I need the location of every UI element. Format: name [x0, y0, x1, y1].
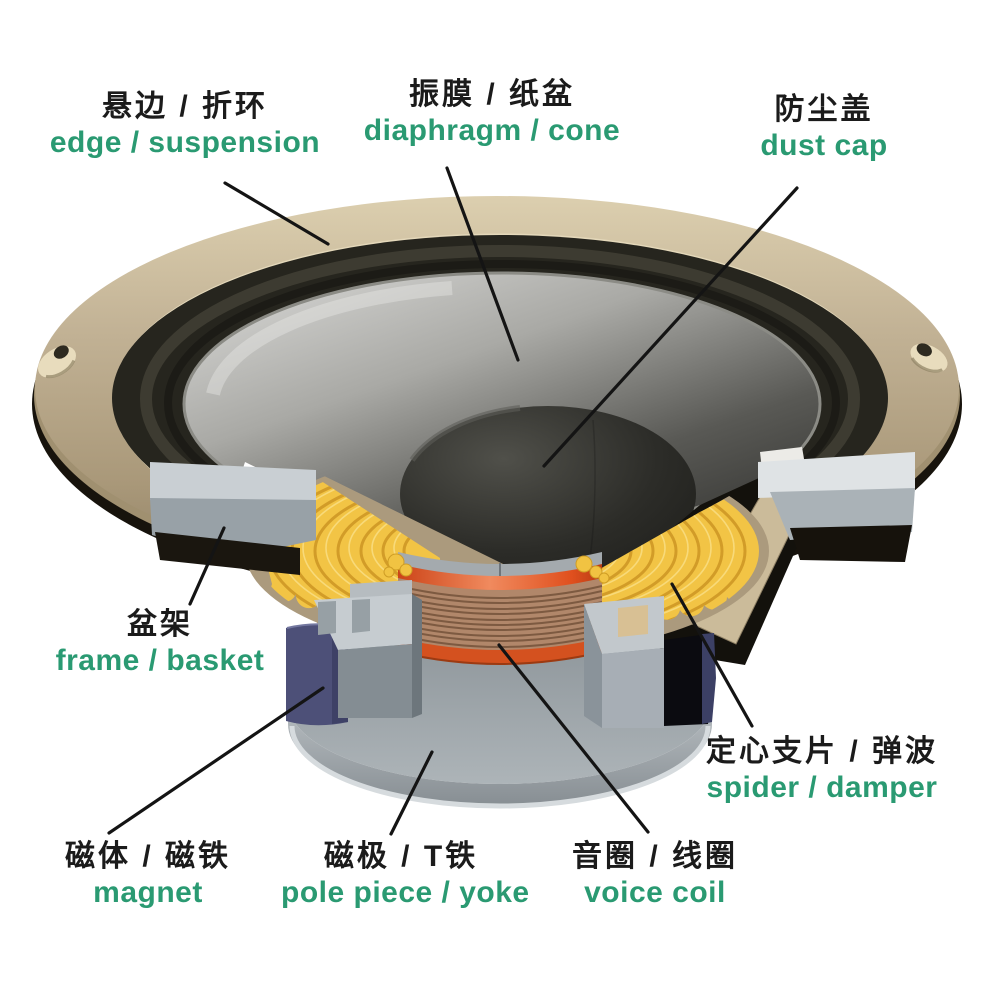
label-cn: 定心支片 / 弹波: [705, 735, 938, 768]
leader-edge-suspension: [223, 181, 330, 246]
label-frame-basket: 盆架 frame / basket: [40, 608, 280, 677]
cut-face-left: [150, 462, 316, 575]
leader-voice-coil: [497, 643, 650, 834]
label-cn: 悬边 / 折环: [101, 90, 268, 123]
label-cn: 磁体 / 磁铁: [64, 840, 231, 873]
mounting-hole-left: [38, 345, 76, 379]
leader-dust-cap: [542, 186, 799, 468]
label-spider-damper: 定心支片 / 弹波 spider / damper: [701, 735, 943, 804]
top-plate-right-shape: [584, 596, 664, 728]
label-magnet: 磁体 / 磁铁 magnet: [28, 840, 268, 909]
label-en: edge / suspension: [49, 125, 321, 159]
cut-face-right: [758, 452, 915, 562]
label-en: frame / basket: [55, 643, 265, 677]
label-dust-cap: 防尘盖 dust cap: [704, 93, 944, 162]
leader-pole-piece: [389, 750, 434, 836]
leader-diaphragm-cone: [445, 166, 520, 362]
label-en: spider / damper: [706, 770, 938, 804]
label-edge-suspension: 悬边 / 折环 edge / suspension: [25, 90, 345, 159]
label-cn: 振膜 / 纸盆: [408, 78, 575, 111]
mounting-hole-right: [910, 343, 948, 373]
label-en: dust cap: [760, 128, 888, 162]
label-cn: 防尘盖: [774, 93, 874, 126]
label-cn: 音圈 / 线圈: [571, 840, 738, 873]
label-cn: 盆架: [127, 608, 193, 641]
leader-magnet: [107, 686, 325, 835]
leader-lines: [107, 166, 799, 836]
leader-frame-basket: [188, 526, 226, 606]
label-en: diaphragm / cone: [363, 113, 621, 147]
label-en: magnet: [93, 875, 203, 909]
label-voice-coil: 音圈 / 线圈 voice coil: [535, 840, 775, 909]
leader-spider-damper: [670, 582, 754, 728]
spider-coil-attachment: [383, 553, 610, 584]
label-en: voice coil: [584, 875, 726, 909]
label-diaphragm-cone: 振膜 / 纸盆 diaphragm / cone: [332, 78, 652, 147]
label-en: pole piece / yoke: [281, 875, 530, 909]
label-cn: 磁极 / T铁: [323, 840, 479, 873]
top-plate-left-shape: [314, 580, 422, 718]
voice-coil-shape: [397, 564, 603, 665]
label-pole-piece-yoke: 磁极 / T铁 pole piece / yoke: [281, 840, 530, 909]
